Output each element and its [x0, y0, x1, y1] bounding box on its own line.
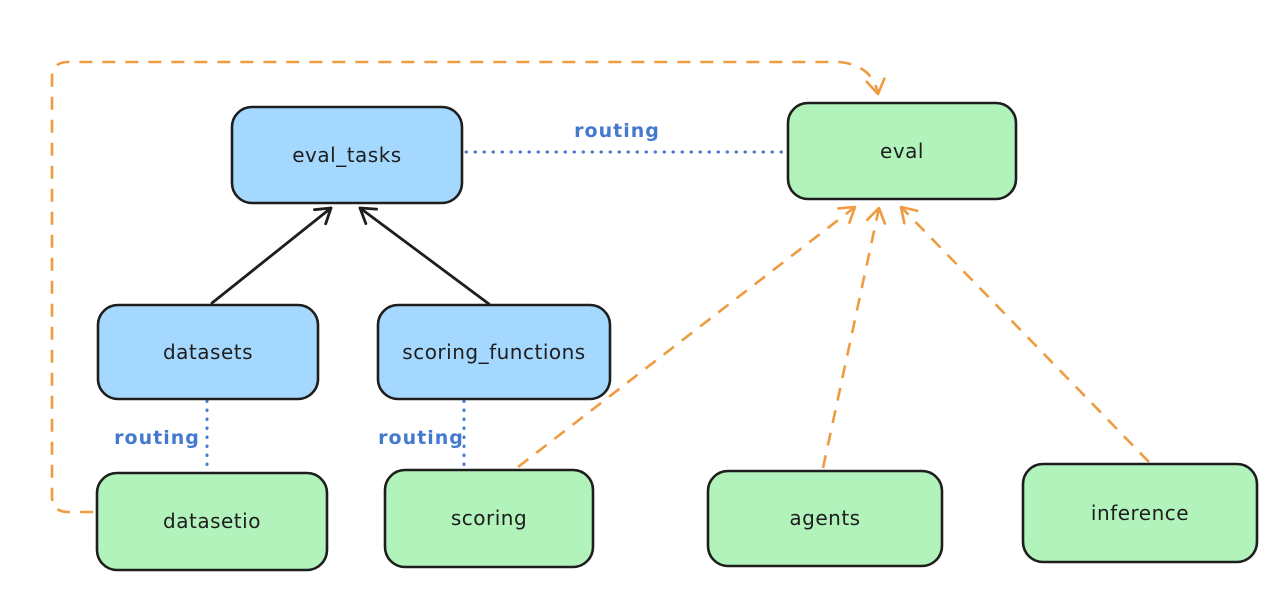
node-eval-tasks-label: eval_tasks — [292, 143, 401, 167]
arrow-agents-to-eval — [821, 206, 887, 469]
node-agents[interactable]: agents — [706, 469, 944, 568]
arrow-scoring-functions-to-eval-tasks — [358, 206, 491, 306]
node-agents-label: agents — [789, 506, 860, 530]
node-agents-box[interactable] — [706, 469, 944, 568]
edges — [50, 60, 1150, 514]
node-scoring-box[interactable] — [383, 468, 595, 569]
routing-label-eval-tasks-eval: routing — [574, 120, 660, 142]
arrow-scoring-to-eval — [517, 205, 857, 469]
node-eval-label: eval — [880, 139, 924, 163]
node-datasetio[interactable]: datasetio — [95, 471, 329, 572]
node-eval-tasks-box[interactable] — [230, 105, 464, 205]
arrow-datasets-to-eval-tasks — [210, 206, 333, 305]
routing-label-scoring-functions-scoring: routing — [378, 427, 464, 449]
node-scoring-functions-label: scoring_functions — [402, 340, 585, 364]
node-eval[interactable]: eval — [786, 101, 1018, 201]
node-datasets[interactable]: datasets — [96, 303, 320, 401]
edge-labels: routing routing routing — [114, 120, 660, 449]
node-scoring-label: scoring — [451, 506, 527, 530]
node-datasets-box[interactable] — [96, 303, 320, 401]
node-datasets-label: datasets — [163, 340, 253, 364]
node-eval-tasks[interactable]: eval_tasks — [230, 105, 464, 205]
arrow-inference-to-eval — [899, 205, 1150, 463]
node-inference[interactable]: inference — [1021, 462, 1259, 564]
node-inference-box[interactable] — [1021, 462, 1259, 564]
node-scoring[interactable]: scoring — [383, 468, 595, 569]
node-inference-label: inference — [1091, 501, 1189, 525]
arrow-datasetio-to-eval — [50, 60, 886, 514]
node-eval-box[interactable] — [786, 101, 1018, 201]
node-datasetio-label: datasetio — [163, 509, 261, 533]
routing-label-datasets-datasetio: routing — [114, 427, 200, 449]
node-datasetio-box[interactable] — [95, 471, 329, 572]
node-scoring-functions-box[interactable] — [376, 303, 612, 401]
node-scoring-functions[interactable]: scoring_functions — [376, 303, 612, 401]
nodes: eval_tasks eval datasets scoring_functio… — [95, 101, 1259, 572]
